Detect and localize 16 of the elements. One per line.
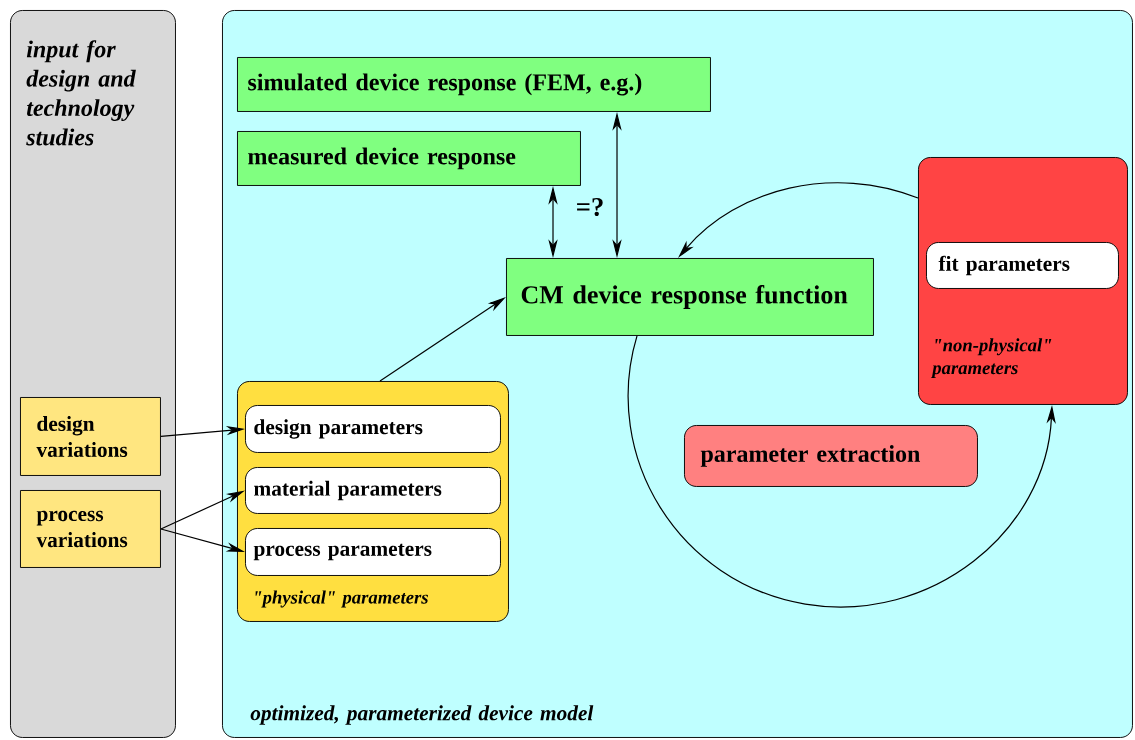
group-title: "non-physical" parameters <box>930 338 1052 378</box>
parameter-box: design parameters <box>245 405 501 453</box>
parameter-box: material parameters <box>245 467 501 514</box>
comparison-label: =? <box>577 198 603 216</box>
process-box: measured device response <box>237 131 581 186</box>
process-box: simulated device response (FEM, e.g.) <box>237 57 711 112</box>
arrow <box>627 335 1056 608</box>
variation-box: design variations <box>20 397 161 476</box>
process-box: CM device response function <box>506 258 874 336</box>
panel-title: optimized, parameterized device model <box>250 705 594 725</box>
process-box: parameter extraction <box>684 425 978 487</box>
panel-title: "physical" parameters <box>255 590 428 608</box>
variation-box: process variations <box>20 490 161 568</box>
parameter-box: fit parameters <box>926 242 1119 289</box>
parameter-box: process parameters <box>245 528 501 576</box>
panel-title: input for design and technology studies <box>26 40 136 146</box>
